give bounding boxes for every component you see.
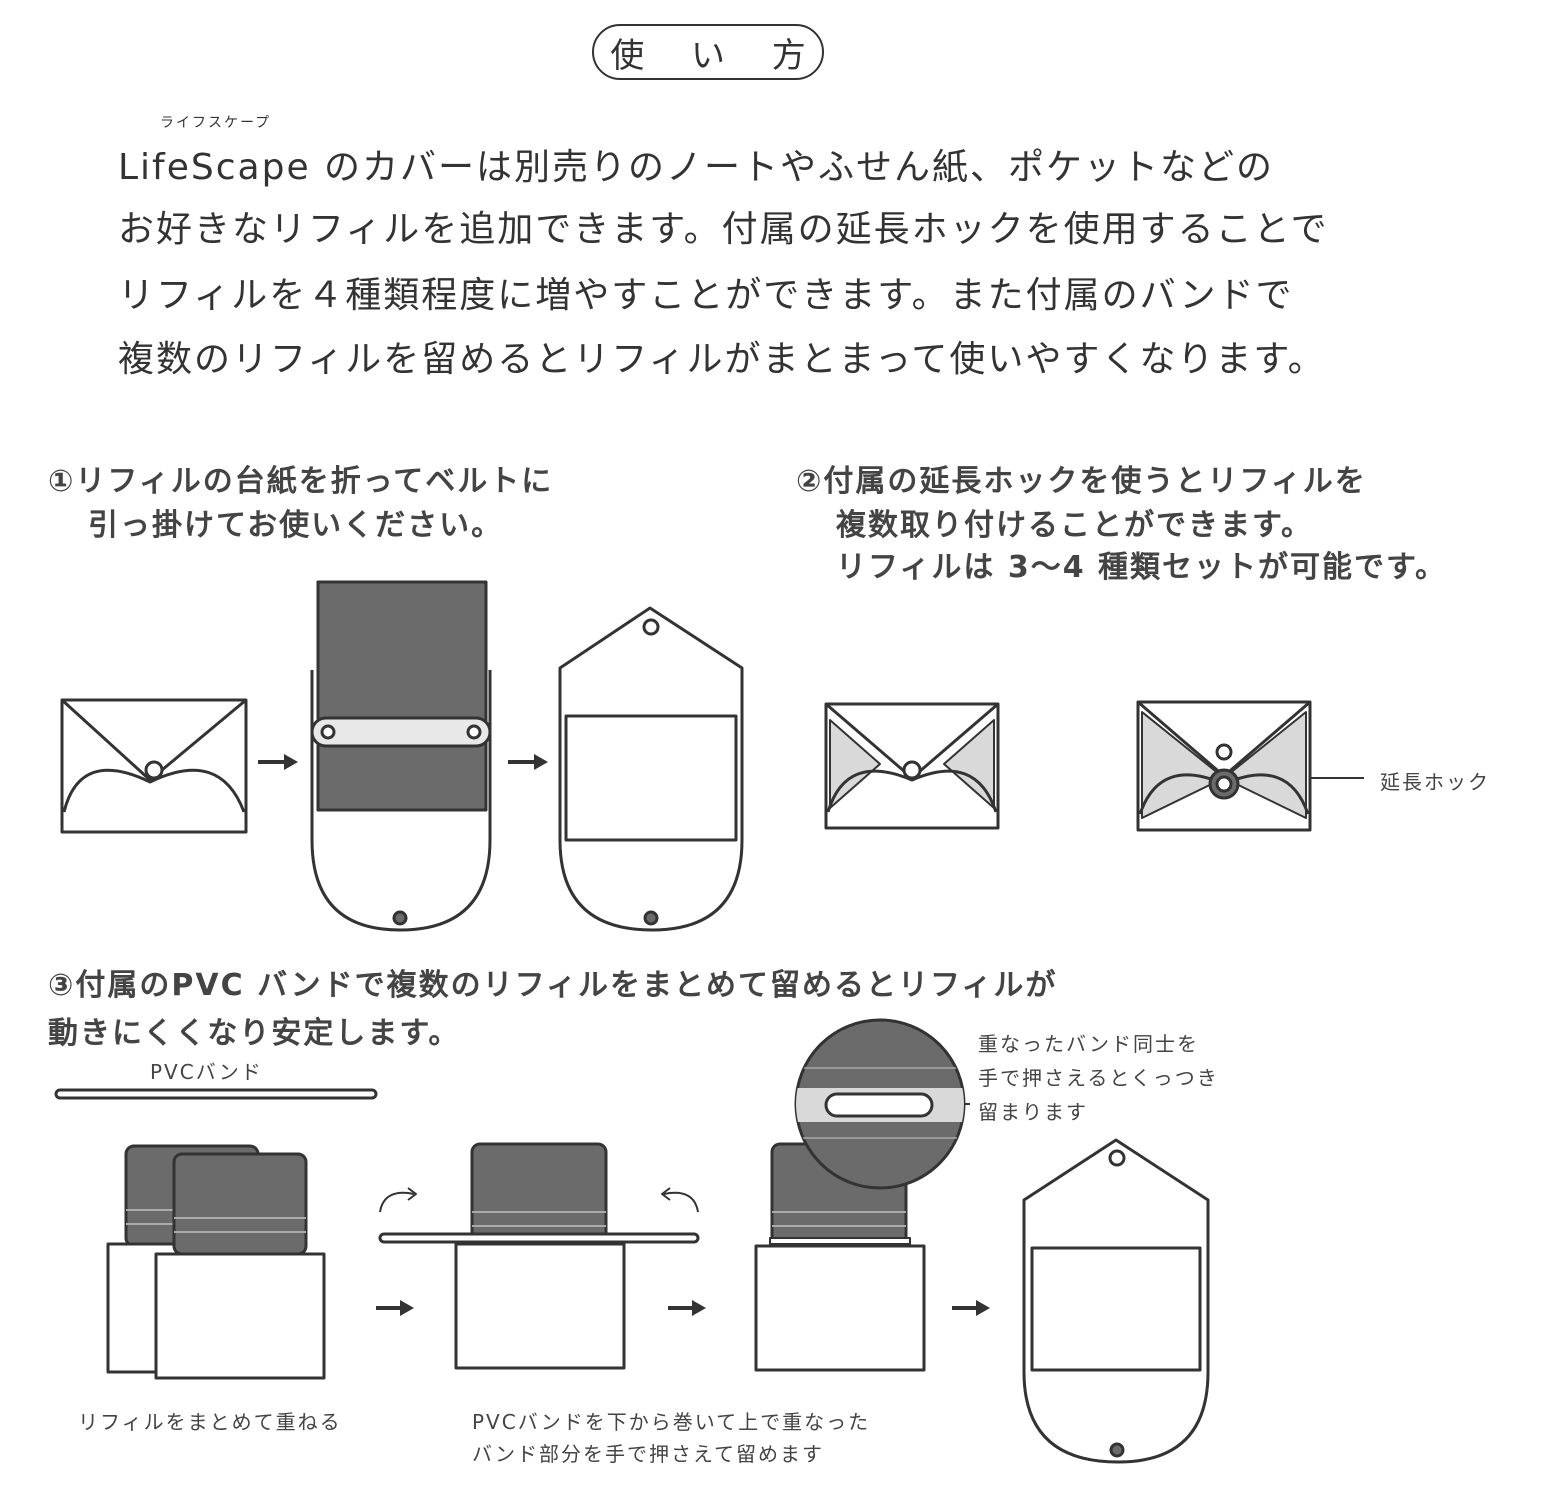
caption-wrap-1: PVCバンドを下から巻いて上で重なった bbox=[472, 1410, 871, 1434]
envelope-1 bbox=[60, 698, 248, 834]
zoom-circle bbox=[794, 1018, 970, 1190]
wrap-refill bbox=[378, 1142, 700, 1370]
intro-line-1: LifeScape のカバーは別売りのノートやふせん紙、ポケットなどの bbox=[118, 147, 1275, 188]
cover-with-refill bbox=[310, 580, 492, 932]
caption-stack: リフィルをまとめて重ねる bbox=[78, 1410, 342, 1434]
envelope-hook bbox=[1136, 700, 1364, 832]
intro-ruby: ライフスケープ bbox=[160, 115, 272, 131]
step1-heading: ①リフィルの台紙を折ってベルトに bbox=[48, 464, 554, 499]
envelope-2 bbox=[824, 702, 1000, 830]
band-label: PVCバンド bbox=[150, 1060, 263, 1084]
step2-heading: ②付属の延長ホックを使うとリフィルを bbox=[796, 464, 1367, 499]
zoom-note-3: 留まります bbox=[978, 1100, 1088, 1124]
step3-heading-2: 動きにくくなり安定します。 bbox=[48, 1016, 461, 1051]
zoom-note-1: 重なったバンド同士を bbox=[978, 1032, 1199, 1056]
step1-heading-2: 引っ掛けてお使いください。 bbox=[88, 508, 504, 543]
intro-line-4: 複数のリフィルを留めるとリフィルがまとまって使いやすくなります。 bbox=[118, 339, 1326, 380]
intro-line-2: お好きなリフィルを追加できます。付属の延長ホックを使用することで bbox=[118, 209, 1329, 250]
hook-label: 延長ホック bbox=[1380, 770, 1490, 794]
intro-line-3: リフィルを４種類程度に増やすことができます。また付属のバンドで bbox=[118, 275, 1294, 316]
zoom-note-2: 手で押さえるとくっつき bbox=[978, 1066, 1219, 1090]
arrow-4 bbox=[668, 1300, 706, 1316]
arrow-1 bbox=[258, 754, 298, 770]
caption-wrap-2: バンド部分を手で押さえて留めます bbox=[472, 1442, 824, 1466]
pvc-band bbox=[54, 1088, 378, 1100]
page-title: 使 い 方 bbox=[592, 24, 824, 80]
step2-heading-3: リフィルは 3〜4 種類セットが可能です。 bbox=[836, 550, 1448, 585]
arrow-2 bbox=[508, 754, 548, 770]
step3-heading: ③付属のPVC バンドで複数のリフィルをまとめて留めるとリフィルが bbox=[48, 968, 1058, 1003]
arrow-5 bbox=[952, 1300, 990, 1316]
closed-cover bbox=[558, 606, 744, 932]
arrow-3 bbox=[376, 1300, 414, 1316]
step2-heading-2: 複数取り付けることができます。 bbox=[836, 508, 1313, 543]
stacked-refills bbox=[106, 1144, 326, 1380]
final-cover bbox=[1022, 1138, 1210, 1464]
